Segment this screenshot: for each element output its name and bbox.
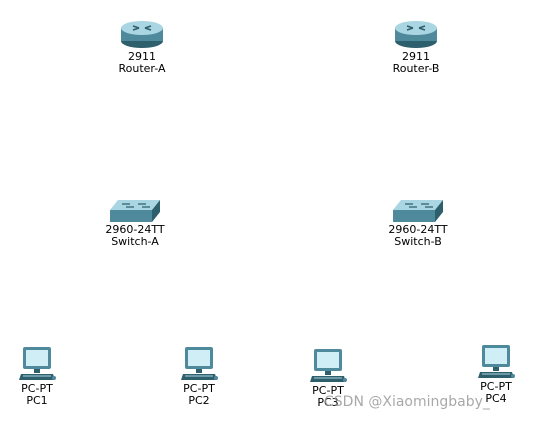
device-model-label: 2911 <box>128 50 156 63</box>
device-name-label: Switch-B <box>394 235 442 248</box>
device-model-label: 2911 <box>402 50 430 63</box>
switch-icon <box>393 200 443 222</box>
device-model-label: 2960-24TT <box>105 223 165 236</box>
device-name-label: PC1 <box>26 394 48 407</box>
device-name-label: Switch-A <box>111 235 159 248</box>
device-model-label: PC-PT <box>312 384 344 397</box>
device-name-label: Router-A <box>118 62 166 75</box>
router-icon <box>395 21 437 48</box>
pc3[interactable]: PC-PT PC3 <box>305 347 351 409</box>
router-a[interactable]: 2911 Router-A <box>112 17 172 75</box>
device-name-label: Router-B <box>392 62 440 75</box>
pc4[interactable]: PC-PT PC4 <box>471 343 521 405</box>
switch-icon <box>110 200 160 222</box>
device-model-label: PC-PT <box>183 382 215 395</box>
router-b[interactable]: 2911 Router-B <box>386 17 446 75</box>
pc1[interactable]: PC-PT PC1 <box>14 345 60 407</box>
device-name-label: PC4 <box>485 392 507 405</box>
device-name-label: PC2 <box>188 394 210 407</box>
pc-icon <box>478 345 515 378</box>
switch-a[interactable]: 2960-24TT Switch-A <box>100 198 170 248</box>
router-icon <box>121 21 163 48</box>
pc-icon <box>181 347 218 380</box>
device-model-label: PC-PT <box>480 380 512 393</box>
device-name-label: PC3 <box>317 396 339 409</box>
pc-icon <box>19 347 56 380</box>
pc2[interactable]: PC-PT PC2 <box>176 345 222 407</box>
device-model-label: PC-PT <box>21 382 53 395</box>
switch-b[interactable]: 2960-24TT Switch-B <box>383 198 453 248</box>
pc-icon <box>310 349 347 382</box>
device-model-label: 2960-24TT <box>388 223 448 236</box>
